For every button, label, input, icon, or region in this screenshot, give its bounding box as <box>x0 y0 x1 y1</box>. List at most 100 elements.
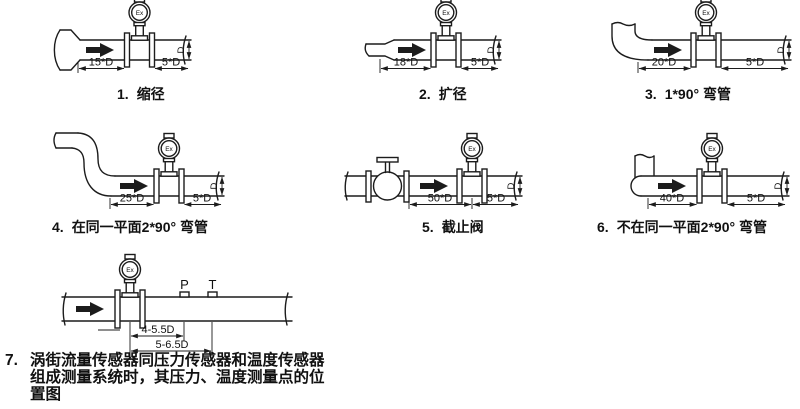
dimension-upstream: 20*D <box>637 57 691 73</box>
flange <box>153 168 160 204</box>
svg-text:5*D: 5*D <box>162 57 180 69</box>
figure-2-expander: 18*D 5*D D <box>364 0 502 73</box>
caption-text: 不在同一平面2*90° 弯管 <box>616 219 767 235</box>
dimension-downstream: 5*D <box>184 193 222 207</box>
dimension-downstream: 5*D <box>461 57 499 71</box>
flow-arrow-icon <box>654 43 682 57</box>
flange <box>715 32 722 68</box>
caption-text: 缩径 <box>136 86 165 102</box>
stop-valve-icon <box>365 156 410 203</box>
dimension-upstream: 18*D <box>379 57 431 73</box>
pipe-diameter-dim: D <box>776 40 792 60</box>
dimension-upstream: 25*D <box>109 193 154 209</box>
vortex-sensor-icon <box>700 132 724 177</box>
svg-text:D: D <box>773 182 784 189</box>
pipe-body <box>631 176 789 196</box>
pipe-diameter-dim: D <box>176 40 192 60</box>
dimension-upstream: 40*D <box>647 193 697 209</box>
svg-text:5*D: 5*D <box>747 193 765 205</box>
figure-4-double-bend-same-plane: 25*D 5*D D <box>53 132 225 209</box>
caption-3: 3.1*90° 弯管 <box>645 84 731 104</box>
pipe-break <box>513 171 518 201</box>
svg-text:5*D: 5*D <box>487 193 505 205</box>
dimension-downstream: 5*D <box>727 193 786 207</box>
dimension-downstream: 5*D <box>721 57 789 71</box>
svg-text:D: D <box>176 46 187 53</box>
svg-text:D: D <box>776 46 787 53</box>
vortex-sensor-icon <box>157 132 181 177</box>
caption-6: 6. 不在同一平面2*90° 弯管 <box>597 217 767 237</box>
figure-3-single-bend: 20*D 5*D D <box>611 0 792 73</box>
flange <box>178 168 185 204</box>
flow-arrow-icon <box>76 302 104 316</box>
dimension-upstream: 50*D <box>408 193 473 209</box>
s-bend <box>53 132 116 197</box>
vortex-sensor-icon <box>118 253 142 298</box>
svg-text:5-6.5D: 5-6.5D <box>155 339 188 351</box>
caption-number: 6. <box>597 219 609 235</box>
svg-text:5*D: 5*D <box>193 193 211 205</box>
caption-number: 2. <box>419 86 431 102</box>
figure-1-reducer: 15*D 5*D D <box>53 0 192 73</box>
vortex-sensor-icon <box>434 0 458 41</box>
flange <box>696 168 703 204</box>
svg-text:50*D: 50*D <box>428 193 453 205</box>
pipe-break <box>780 171 785 201</box>
extension-lines <box>98 322 213 360</box>
caption-line: 涡街流量传感器同压力传感器和温度传感器 <box>30 352 325 369</box>
pipe-diameter-dim: D <box>506 176 523 196</box>
pipe-diameter-dim: D <box>486 40 502 60</box>
pipe-break <box>62 292 67 326</box>
temperature-point-label: T <box>209 277 217 292</box>
svg-text:5*D: 5*D <box>746 57 764 69</box>
caption-line: 置图 <box>30 386 62 403</box>
svg-text:D: D <box>486 46 497 53</box>
caption-text: 扩径 <box>438 86 467 102</box>
svg-text:18*D: 18*D <box>394 57 419 69</box>
caption-text: 涡街流量传感器同压力传感器和温度传感器 组成测量系统时，其压力、温度测量点的位 … <box>30 352 325 403</box>
flange <box>123 32 131 68</box>
caption-text: 1*90° 弯管 <box>664 86 731 102</box>
dimension-downstream: 5*D <box>472 193 519 207</box>
caption-1: 1. 缩径 <box>117 84 165 104</box>
flange <box>139 289 146 329</box>
vortex-sensor-icon <box>694 0 718 41</box>
elbow <box>611 21 653 61</box>
caption-line: 组成测量系统时，其压力、温度测量点的位 <box>30 369 325 386</box>
caption-5: 5.截止阀 <box>422 217 484 237</box>
caption-number: 7. <box>5 352 18 369</box>
pipe-break <box>344 171 349 201</box>
svg-text:D: D <box>506 182 517 189</box>
dimension-upstream: 15*D <box>77 57 125 73</box>
pressure-tap <box>179 291 190 298</box>
caption-number: 1. <box>117 86 129 102</box>
pipe-diameter-dim: D <box>773 176 790 196</box>
svg-text:20*D: 20*D <box>652 57 677 69</box>
vortex-sensor-icon <box>128 0 151 41</box>
pipe-end-cap <box>630 175 642 197</box>
flange <box>721 168 728 204</box>
caption-text: 截止阀 <box>441 219 484 235</box>
caption-2: 2. 扩径 <box>419 84 467 104</box>
dimension-pressure: 4-5.5D <box>130 324 184 339</box>
flange <box>456 168 463 204</box>
flange <box>148 32 156 68</box>
flange <box>114 289 121 329</box>
flange <box>455 32 462 68</box>
figure-6-double-bend-out-of-plane: 40*D 5*D D <box>630 132 790 209</box>
pipe-break <box>284 292 289 326</box>
flange <box>690 32 697 68</box>
flow-arrow-icon <box>86 43 114 57</box>
temperature-tap <box>207 291 218 298</box>
pipe <box>61 296 293 322</box>
reducer-cone <box>53 29 81 71</box>
flow-arrow-icon <box>120 179 148 193</box>
figure-7-pressure-temperature-points: P T 4-5.5D 5-6.5D <box>61 253 293 360</box>
caption-7: 7. 涡街流量传感器同压力传感器和温度传感器 组成测量系统时，其压力、温度测量点… <box>5 352 325 403</box>
svg-text:40*D: 40*D <box>660 193 685 205</box>
pipe-break <box>782 35 787 65</box>
pipe-diameter-dim: D <box>209 176 225 196</box>
pressure-point-label: P <box>180 277 189 292</box>
svg-text:D: D <box>209 182 220 189</box>
pipe-break <box>182 35 187 65</box>
